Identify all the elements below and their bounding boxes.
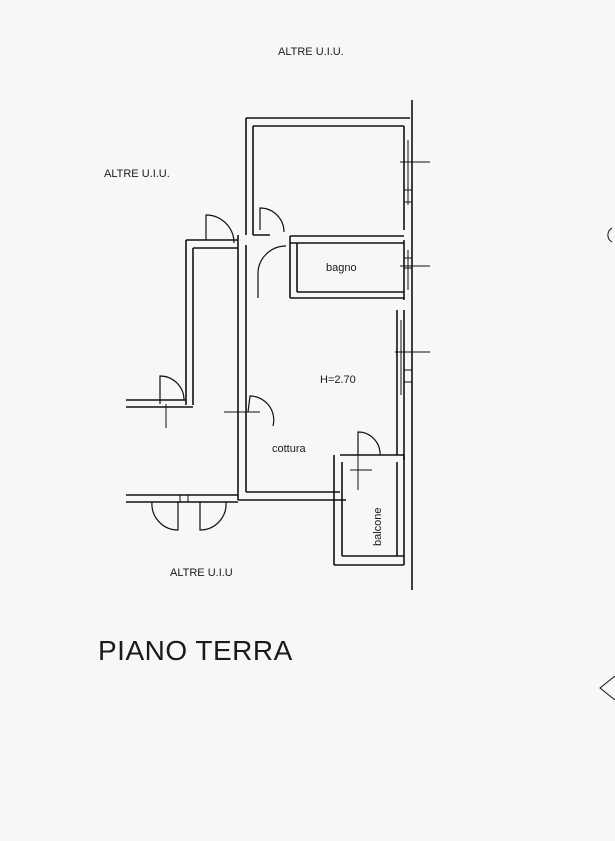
corridor-walls xyxy=(126,239,238,503)
outer-walls xyxy=(237,100,413,590)
edge-mark-bottom xyxy=(599,675,615,701)
label-bottom-neighbors: ALTRE U.I.U xyxy=(170,567,233,579)
edge-mark-top xyxy=(607,227,613,243)
doors xyxy=(151,207,381,531)
label-kitchen: cottura xyxy=(272,443,307,455)
label-top-neighbors: ALTRE U.I.U. xyxy=(278,46,344,58)
label-balcony: balcone xyxy=(372,507,384,546)
label-bathroom: bagno xyxy=(326,262,357,274)
label-height: H=2.70 xyxy=(320,374,356,386)
bathroom-walls xyxy=(253,234,404,299)
windows xyxy=(395,140,430,395)
balcony-walls xyxy=(333,454,405,566)
label-left-neighbors: ALTRE U.I.U. xyxy=(104,168,170,180)
floor-title: PIANO TERRA xyxy=(98,635,293,666)
